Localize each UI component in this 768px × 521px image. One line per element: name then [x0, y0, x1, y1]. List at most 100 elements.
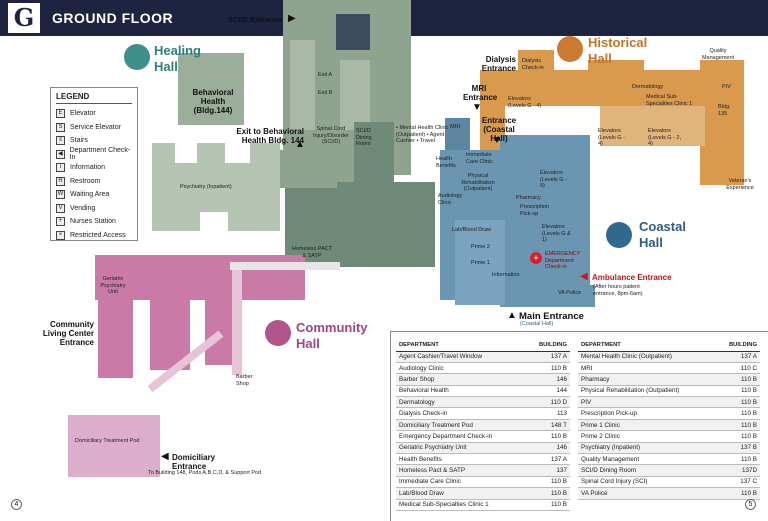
- coastal-lab-wing[interactable]: [455, 220, 505, 305]
- department-cell: Pharmacy: [578, 373, 716, 386]
- coastal-mri-block[interactable]: [445, 118, 470, 150]
- psychiatry-notch: [175, 143, 197, 163]
- building-cell: 110 B: [715, 396, 760, 409]
- department-cell: Dialysis Check-in: [396, 407, 526, 420]
- building-cell: 110 B: [525, 476, 570, 489]
- coastal-north: [500, 135, 590, 165]
- main-entrance-label: Main Entrance: [519, 311, 584, 322]
- dialysis-checkin-label: Dialysis Check-in: [522, 58, 544, 71]
- department-cell: Lab/Blood Draw: [396, 487, 526, 500]
- building-cell: 110 B: [525, 362, 570, 375]
- spinal-cord-label: Spinal Cord Injury/Disorder (SCI/D): [313, 126, 349, 145]
- building-cell: 110 C: [715, 362, 760, 375]
- homeless-pact-building[interactable]: [285, 188, 337, 268]
- sci-dining-building[interactable]: [354, 122, 394, 182]
- behavioral-health-label: Behavioral Health (Bldg.144): [192, 88, 234, 115]
- sci-entrance-label: SCI/D Entrance: [228, 15, 283, 24]
- sci-dining-label: SCI/D Dining Room: [356, 128, 372, 147]
- domiciliary-entrance-arrow: ◀: [161, 451, 169, 462]
- elevators-d-label: Elevators (Levels G - 4): [598, 128, 625, 147]
- elevator-icon: E: [56, 109, 65, 119]
- community-wing-3: [205, 300, 237, 365]
- sci-wing-strip: [290, 40, 315, 130]
- department-cell: Quality Management: [578, 453, 716, 466]
- department-cell: Health Benefits: [396, 453, 526, 466]
- building-cell: 110 B: [715, 419, 760, 432]
- mri-entrance-label: MRI Entrance: [463, 84, 498, 102]
- community-wing-1: [98, 300, 133, 378]
- historical-right-wing[interactable]: [700, 60, 744, 185]
- building-cell: 110 B: [715, 430, 760, 443]
- elevators-c-label: Elevators (Levels G - 4): [508, 96, 542, 109]
- domiciliary-pod-building[interactable]: [68, 415, 160, 477]
- department-cell: Spinal Cord Injury (SCI): [578, 476, 716, 489]
- department-cell: Medical Sub-Specialties Clinic 1: [396, 499, 526, 511]
- building-cell: 110 B: [715, 385, 760, 398]
- pharmacy-label: Pharmacy: [516, 195, 541, 201]
- community-hall-label: Community Hall: [296, 320, 368, 351]
- barber-label: Barber Shop: [236, 374, 253, 387]
- vending-icon: V: [56, 203, 65, 213]
- prescription-label: Prescription Pick-up: [520, 204, 550, 217]
- building-cell: 148 T: [525, 419, 570, 432]
- behavioral-health-building[interactable]: [178, 53, 244, 125]
- historical-hall-main[interactable]: [480, 70, 730, 106]
- building-cell: 113: [525, 407, 570, 420]
- department-cell: Prime 2 Clinic: [578, 430, 716, 443]
- sci-entrance-arrow: ▶: [288, 13, 296, 24]
- historical-top-wing: [518, 50, 554, 72]
- table-row: Physical Rehabilitation (Outpatient)110 …: [578, 385, 760, 398]
- building-cell: 146: [525, 442, 570, 455]
- quality-label: Quality Management: [701, 48, 735, 61]
- legend-item-label: Nurses Station: [70, 218, 116, 226]
- ambulance-entrance-label: Ambulance Entrance: [592, 273, 672, 282]
- building-cell: 137 A: [525, 453, 570, 466]
- department-cell: Prescription Pick-up: [578, 407, 716, 420]
- department-cell: Mental Health Clinic (Outpatient): [578, 351, 716, 363]
- page-number-right: 5: [745, 499, 756, 510]
- elevators-a-label: Elevators (Levels G & 1): [542, 224, 571, 243]
- department-cell: MRI: [578, 362, 716, 375]
- building-cell: 146: [525, 373, 570, 386]
- community-hall-icon: [265, 320, 291, 346]
- historical-lower: [600, 106, 705, 146]
- immediate-care-label: Immediate Care Clinic: [466, 152, 493, 165]
- legend-item-label: Waiting Area: [70, 191, 110, 199]
- building-cell: 137 C: [715, 476, 760, 489]
- department-cell: Dermatology: [396, 396, 526, 409]
- department-checkin-icon: ◀: [56, 149, 65, 159]
- stairs-icon: ≡: [56, 136, 65, 146]
- building-cell: 110 B: [525, 487, 570, 500]
- homeless-pact-label: Homeless PACT & SATP: [291, 246, 333, 259]
- prime2-label: Prime 2: [471, 244, 490, 250]
- building-cell: 110 B: [525, 430, 570, 443]
- building-cell: 110 B: [715, 407, 760, 420]
- table-row: Spinal Cord Injury (SCI)137 C: [578, 476, 760, 489]
- community-connector: [232, 265, 242, 375]
- legend-item-label: Service Elevator: [70, 123, 121, 131]
- building-cell: 137 A: [525, 351, 570, 363]
- va-police-label: VA Police: [558, 290, 582, 296]
- emergency-icon: +: [530, 252, 542, 264]
- health-benefits-label: Health Benefits: [436, 156, 456, 169]
- department-cell: PIV: [578, 396, 716, 409]
- historical-hall-icon: [557, 36, 583, 62]
- department-cell: Emergency Department Check-in: [396, 430, 526, 443]
- table-header: BUILDING: [715, 339, 760, 352]
- legend-item-label: Restroom: [70, 177, 101, 185]
- to-building-label: To Building 148, Pods A,B,C,D, & Support…: [148, 470, 262, 476]
- dialysis-entrance-label: Dialysis Entrance: [481, 55, 516, 73]
